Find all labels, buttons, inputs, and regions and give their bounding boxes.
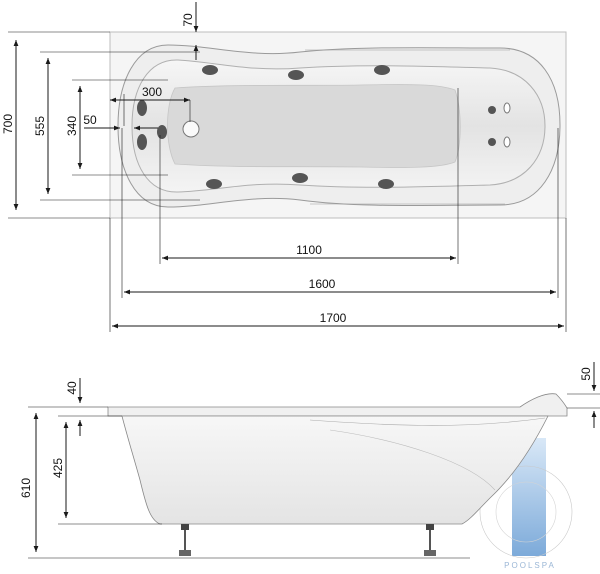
control-knob (503, 102, 511, 114)
dim-50-top: 50 (83, 113, 158, 131)
dim-1700: 1700 (109, 218, 567, 332)
jet-nozzle (202, 65, 218, 75)
dim-555: 555 (33, 51, 200, 201)
jet-nozzle (288, 70, 304, 80)
dim-1100: 1100 (159, 88, 459, 264)
jet-nozzle (378, 179, 394, 189)
drain-icon (182, 120, 200, 138)
jet-nozzle (157, 125, 167, 139)
dim-300: 300 (110, 85, 191, 126)
dim-50-top-label: 50 (83, 113, 97, 127)
dim-1700-label: 1700 (320, 311, 347, 325)
tub-leg (424, 524, 436, 556)
dim-50-side-label: 50 (579, 367, 593, 381)
dim-1600-label: 1600 (309, 277, 336, 291)
contour-line (329, 429, 496, 491)
tub-body-side (121, 415, 549, 525)
dim-300-label: 300 (142, 85, 162, 99)
tub-floor (167, 84, 461, 168)
dim-70: 70 (181, 2, 199, 60)
side-view: POOLSPA 610 (19, 362, 600, 570)
contour-line (309, 417, 546, 426)
control-knob (503, 136, 511, 148)
dim-50-side: 50 (567, 362, 600, 428)
dim-340: 340 (65, 79, 168, 176)
jet-nozzle (137, 100, 147, 116)
control-knob (488, 106, 496, 114)
jet-nozzle (292, 173, 308, 183)
watermark-text: POOLSPA (504, 561, 556, 570)
dim-700: 700 (1, 31, 110, 219)
dim-1600: 1600 (121, 128, 559, 298)
dim-425: 425 (51, 415, 162, 525)
jet-nozzle (374, 65, 390, 75)
jet-nozzle (206, 179, 222, 189)
jet-nozzle (137, 134, 147, 150)
dim-40: 40 (65, 378, 83, 436)
tub-leg (179, 524, 191, 556)
dim-700-label: 700 (1, 114, 15, 134)
dim-425-label: 425 (51, 458, 65, 478)
top-view: 70 700 555 340 50 (1, 2, 567, 332)
dim-555-label: 555 (33, 116, 47, 136)
dim-610-label: 610 (19, 478, 33, 498)
dim-40-label: 40 (65, 381, 79, 395)
control-knob (488, 138, 496, 146)
dim-610: 610 (19, 406, 108, 552)
watermark-logo: POOLSPA (479, 438, 573, 570)
dim-70-label: 70 (181, 13, 195, 27)
dim-1100-label: 1100 (296, 243, 322, 257)
tub-rim-side (107, 393, 568, 417)
dim-340-label: 340 (65, 116, 79, 136)
